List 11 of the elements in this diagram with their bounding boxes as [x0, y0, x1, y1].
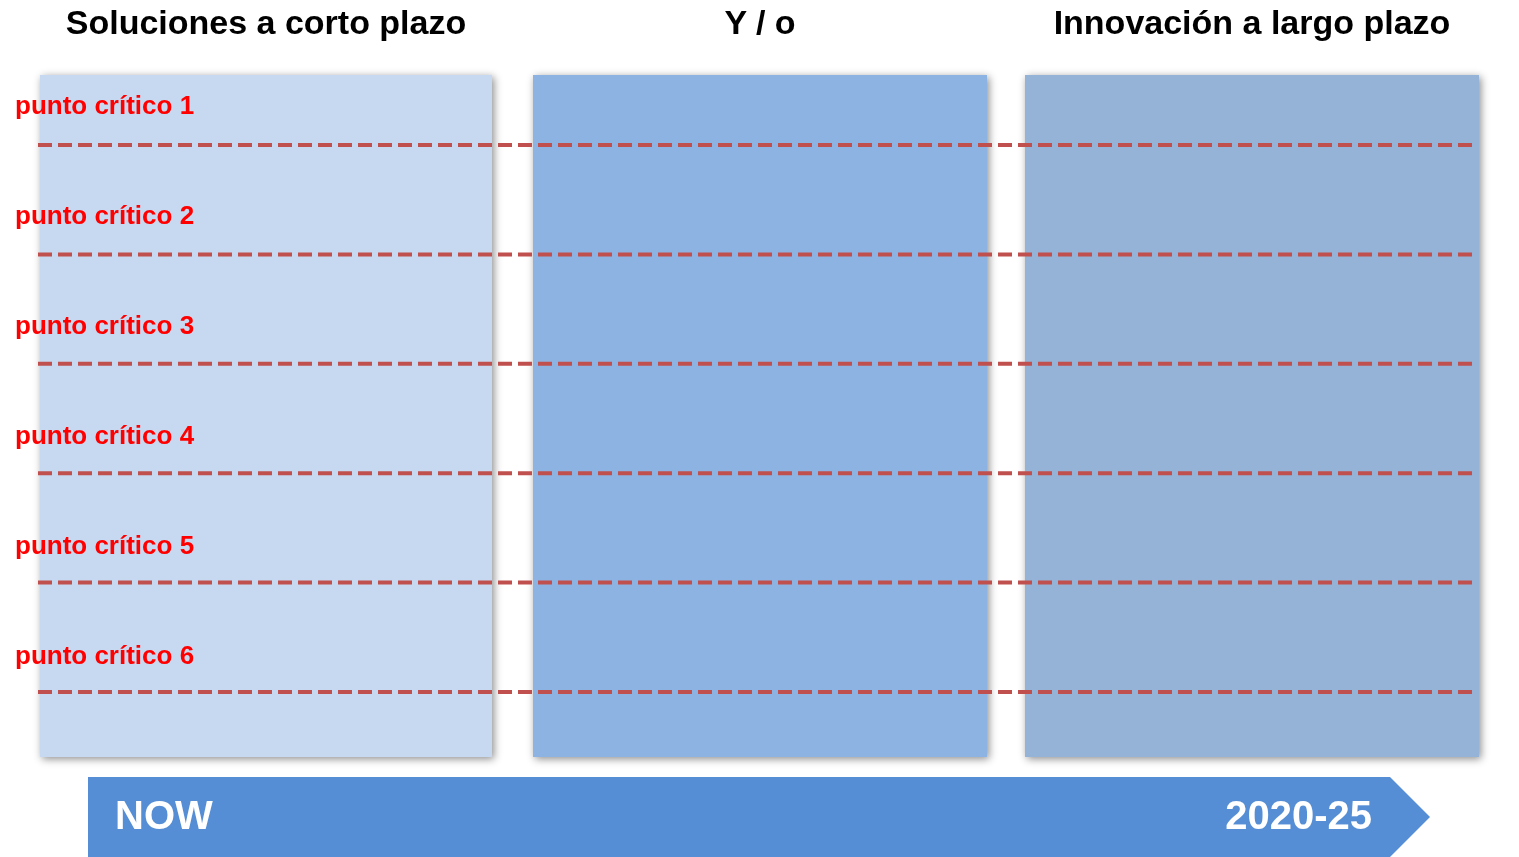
timeline-end-label: 2020-25 — [1225, 793, 1372, 838]
column-heading: Y / o — [724, 3, 796, 42]
row-label: punto crítico 4 — [15, 420, 195, 451]
row-label: punto crítico 1 — [15, 90, 195, 121]
row-label: punto crítico 2 — [15, 200, 195, 231]
column-heading: Innovación a largo plazo — [1053, 3, 1451, 42]
row-label: punto crítico 5 — [15, 530, 195, 561]
row-label: punto crítico 3 — [15, 310, 195, 341]
row-label: punto crítico 6 — [15, 640, 195, 671]
timeline-start-label: NOW — [115, 793, 213, 838]
column-heading: Soluciones a corto plazo — [65, 3, 467, 42]
